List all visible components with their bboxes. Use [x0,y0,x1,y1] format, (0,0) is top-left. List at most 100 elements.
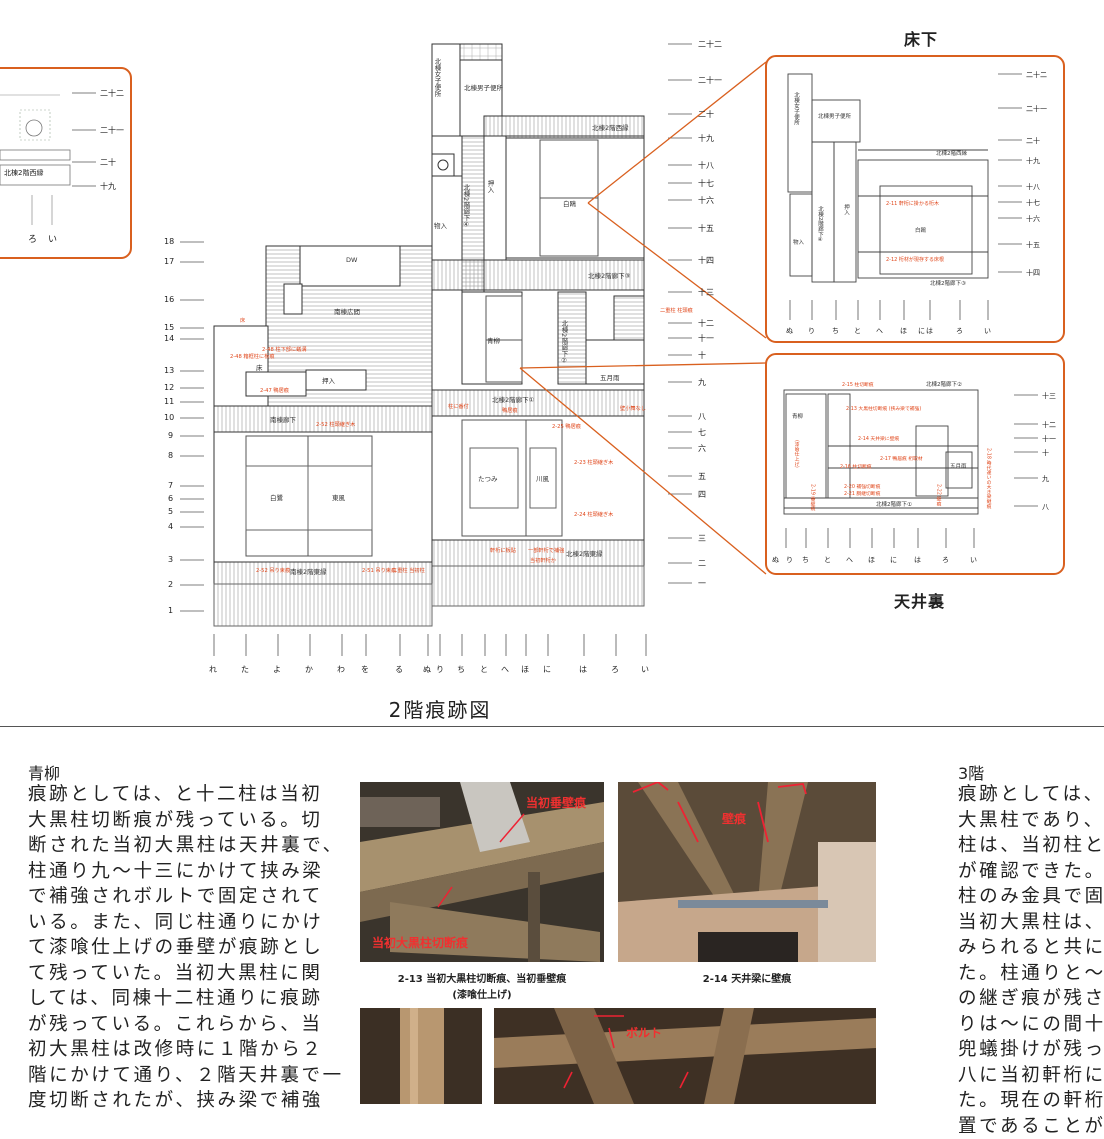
room-aoyagi: 青柳 [487,336,500,345]
left-inset-col-2: い [48,232,57,245]
row-label: 十九 [698,133,714,144]
room-higashikaze: 東風 [332,493,346,502]
floor-row-label: 十四 [1026,268,1040,278]
row-label: 八 [698,411,706,422]
ceiling-note-214: 2-14 天井梁に壁痕 [858,435,899,442]
text-line: みられると共に [958,935,1104,961]
ceiling-col-label: へ [846,555,853,565]
text-line: 八に当初軒桁に [958,1063,1104,1089]
row-label: 十一 [698,333,714,344]
ceiling-col-label: は [914,555,921,565]
room-north-corridor-1: 北棟2階廊下① [492,395,535,404]
row-label: 四 [698,489,706,500]
caption-2-13-sub: (漆喰仕上げ) [360,986,604,1001]
row-label: 12 [164,383,174,392]
room-south-east-veranda: 南棟2階東縁 [290,567,327,576]
inset-floor-box: 北棟女子便所 北棟男子便所 北棟2階西縁 押入 白鴎 北棟2階廊下④ 物入 北棟… [766,56,1064,342]
text-line: 断された当初大黒柱は天井裏で、 [28,833,346,859]
floor-room-corridor4: 北棟2階廊下④ [817,205,824,243]
ceiling-note-217: 2-17 鴨居痕 桁取材 [880,455,923,462]
floor-row-label: 十六 [1026,214,1040,224]
floor-row-label: 十五 [1026,240,1040,250]
floor-col-label: り [808,326,815,336]
caption-2-13: 2-13 当初大黒柱切断痕、当初垂壁痕 [360,970,604,985]
note-kamo: 鴨居痕 [502,406,518,414]
row-label: 七 [698,427,706,438]
left-inset-label: 北棟2階西縁 [4,168,43,178]
row-label: 三 [698,533,706,544]
row-label: 8 [168,451,173,460]
row-label: 二 [698,558,706,569]
text-line: 当初大黒柱は、 [958,910,1104,936]
floor-col-label: い [984,326,991,336]
row-label: 五 [698,471,706,482]
inset-floor-title: 床下 [904,26,938,50]
floor-row-label: 十七 [1026,198,1040,208]
col-label: は [579,664,587,675]
photo-column [360,1008,482,1104]
ceiling-room-satsuki: 五月雨 [950,463,967,470]
col-label: を [361,664,369,675]
plan-title: 2階痕跡図 [0,694,880,723]
text-line: 痕跡としては、と十二柱は当初 [28,782,346,808]
photo-2-13: 当初垂壁痕 当初大黒柱切断痕 [360,782,604,962]
room-south-hall: 南棟広間 [334,307,360,316]
ceiling-row-label: 十 [1042,448,1049,458]
ceiling-col-label: ち [802,555,809,565]
caption-2-14: 2-14 天井梁に壁痕 [618,970,876,985]
photo-label-heki: 壁痕 [722,810,746,827]
row-label: 5 [168,507,173,516]
text-line: が残っている。これらから、当 [28,1012,346,1038]
text-line: 大黒柱切断痕が残っている。切 [28,808,346,834]
col-label: た [241,664,249,675]
row-label: 十七 [698,178,714,189]
col-label: り [436,664,444,675]
row-label: 十三 [698,287,714,298]
ceiling-col-label: り [786,555,793,565]
row-label: 4 [168,522,173,531]
row-label: 1 [168,606,173,615]
floor-col-label: と [854,326,861,336]
note-225: 2-25 鴨居痕 [552,422,582,430]
left-text-body: 痕跡としては、と十二柱は当初 大黒柱切断痕が残っている。切 断された当初大黒柱は… [28,782,346,1114]
left-inset-row-1: 二十二 [100,88,124,99]
text-line: 柱は、当初柱と [958,833,1104,859]
text-line: で補強されボルトで固定されて [28,884,346,910]
col-label: る [395,664,403,675]
note-223: 2-23 柱頭継ぎ木 [574,458,614,466]
col-label: ち [457,664,465,675]
section-divider [0,726,1104,727]
note-252: 2-52 柱頭継ぎ木 [316,420,356,428]
row-label: 二十 [698,109,714,120]
row-label: 二十一 [698,75,722,86]
note-hashira: 柱に番付 [448,402,469,410]
ceiling-row-label: 十三 [1042,391,1056,401]
left-inset-row-2: 二十一 [100,125,124,136]
room-kawakaze: 川風 [536,475,550,483]
text-line: 大黒柱であり、 [958,808,1104,834]
floor-note-212: 2-12 桁材が現存する床根 [886,256,944,263]
row-label: 13 [164,366,174,375]
left-inset-col-1: ろ [28,232,37,245]
floor-row-label: 二十二 [1026,70,1047,80]
room-hakuo: 白鴎 [563,199,577,208]
ceiling-room-corridor2: 北棟2階廊下② [926,380,962,388]
room-north-corridor-2: 北棟2階廊下② [560,320,568,365]
note-252b: 2-52 吊り束痕 [256,566,291,574]
floor-room-west: 北棟2階西縁 [936,149,967,157]
right-text-body: 痕跡としては、 大黒柱であり、 柱は、当初柱と が確認できた。 柱のみ金具で固 … [958,782,1104,1139]
text-line: た。柱通りと～ [958,961,1104,987]
floor-col-label: ぬ [786,326,793,336]
ceiling-col-label: い [970,555,977,565]
floor-col-label: ろ [956,326,963,336]
room-oshiire: 押入 [486,179,494,194]
text-line: 度切断されたが、挟み梁で補強 [28,1088,346,1114]
note-kabe: 壁小舞なし [620,404,646,412]
photo-label-kabe: 当初垂壁痕 [526,794,586,811]
text-line: た。現在の軒桁 [958,1088,1104,1114]
col-label: か [305,664,313,675]
text-line: 柱通り九～十三にかけて挟み梁 [28,859,346,885]
row-label: 十四 [698,255,714,266]
ceiling-col-label: と [824,555,831,565]
note-ita: 軒桁に板貼 [490,546,516,554]
